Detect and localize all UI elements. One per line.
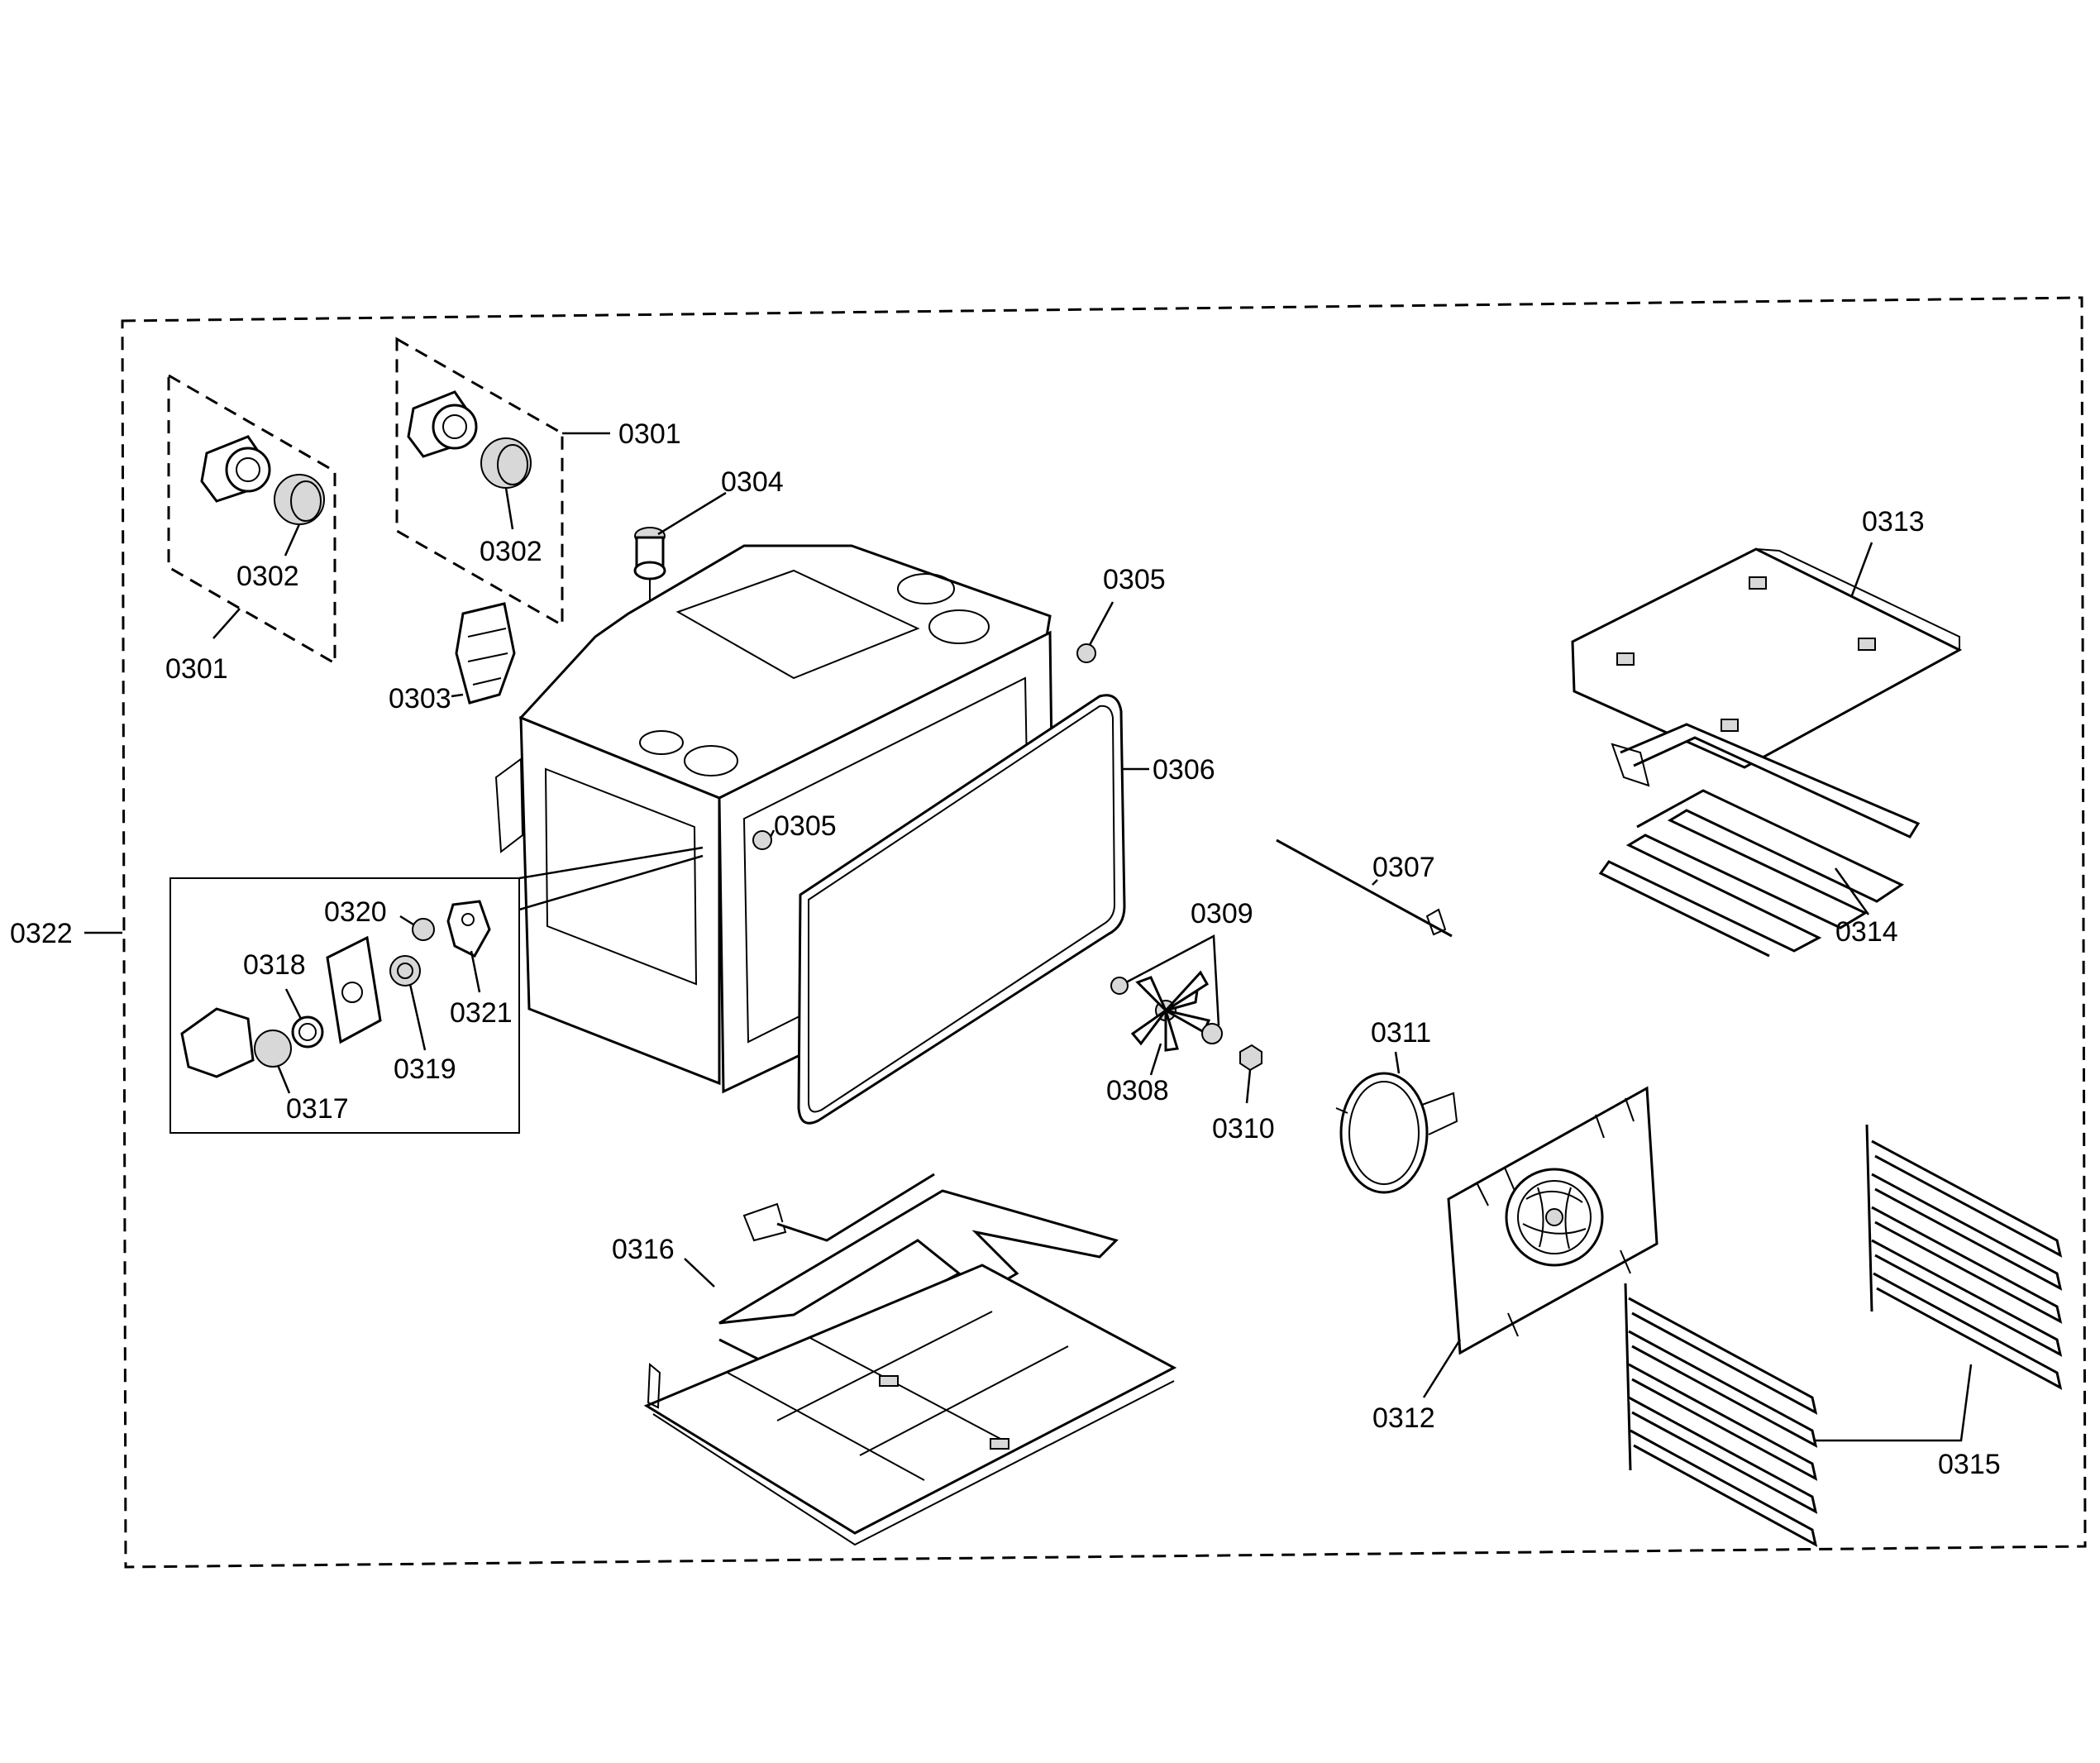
detail-callout-top: [518, 846, 704, 880]
label-0321: 0321: [450, 997, 513, 1029]
washer-0309-left: [1110, 977, 1129, 995]
label-0307: 0307: [1372, 852, 1435, 883]
leader-0310: [1245, 1069, 1252, 1104]
label-0303: 0303: [389, 683, 451, 714]
label-0319: 0319: [394, 1054, 456, 1085]
label-0302-right: 0302: [480, 536, 542, 567]
top-shield-0313: [1571, 547, 1963, 769]
bracket-0321: [446, 900, 491, 958]
label-0305-front: 0305: [774, 810, 837, 842]
leader-0321: [470, 950, 481, 993]
nut-0310: [1239, 1044, 1262, 1072]
label-0320: 0320: [324, 896, 387, 928]
lamp-cover-0302-right: [480, 437, 532, 489]
leader-0308: [1149, 1043, 1162, 1076]
detail-callout-bottom: [518, 854, 704, 911]
fan-cover-0312: [1447, 1086, 1659, 1355]
label-0301-right: 0301: [618, 418, 681, 450]
label-0311: 0311: [1371, 1017, 1431, 1049]
leader-0307: [1372, 879, 1378, 886]
label-0308: 0308: [1106, 1075, 1169, 1106]
switch-0303: [455, 602, 516, 705]
label-0316: 0316: [612, 1234, 675, 1265]
label-0301-left: 0301: [165, 653, 228, 685]
lamp-holder-0317: [180, 1007, 292, 1078]
rod-0307: [1276, 838, 1453, 938]
leader-0301-left: [212, 608, 241, 639]
lamp-group-box-right: [395, 337, 564, 628]
label-0313: 0313: [1862, 506, 1925, 538]
leader-0319: [408, 983, 427, 1051]
door-gasket-0306: [797, 694, 1126, 1125]
leader-0318: [284, 988, 303, 1020]
ring-0318: [291, 1015, 324, 1049]
assembly-boundary-0322: [121, 296, 2087, 1569]
label-0317: 0317: [286, 1093, 349, 1125]
label-0312: 0312: [1372, 1402, 1435, 1434]
nut-0320: [412, 918, 435, 941]
label-0315: 0315: [1938, 1449, 2001, 1480]
leader-0305-front: [769, 829, 776, 838]
label-0304: 0304: [721, 466, 784, 498]
rack-support-0315-left: [1624, 1283, 1818, 1547]
leader-0303: [451, 693, 464, 698]
plate-0319-panel: [326, 935, 382, 1044]
leader-0312: [1422, 1339, 1462, 1398]
label-0306: 0306: [1153, 754, 1215, 786]
nut-0305-top: [1076, 643, 1096, 663]
label-0322: 0322: [10, 918, 73, 949]
bushing-0319: [389, 955, 421, 987]
leader-0317: [276, 1064, 291, 1094]
leader-0302-right: [504, 487, 514, 530]
lamp-cover-0302-left: [274, 474, 325, 525]
fan-blade-0308: [1130, 970, 1211, 1052]
rack-support-0315-right: [1865, 1124, 2063, 1390]
lamp-socket-left: [200, 435, 271, 503]
label-0305-top: 0305: [1103, 564, 1166, 595]
leader-0315: [1816, 1364, 1973, 1442]
detail-box: [169, 877, 520, 1134]
label-0318: 0318: [243, 949, 306, 981]
leader-0304: [657, 491, 727, 536]
washer-0309-right: [1201, 1023, 1223, 1044]
leader-0314: [1834, 867, 1870, 915]
leader-0302-left: [284, 523, 301, 557]
top-element-0314: [1598, 723, 1921, 958]
label-0314: 0314: [1835, 916, 1898, 948]
leader-0305-top: [1088, 601, 1114, 646]
label-0310: 0310: [1212, 1113, 1275, 1144]
leader-0316: [684, 1258, 715, 1288]
nut-0305-front: [752, 830, 772, 850]
leader-0309: [1125, 934, 1220, 1026]
sensor-0304: [633, 527, 666, 628]
label-0302-left: 0302: [236, 561, 299, 592]
lamp-socket-right: [407, 390, 478, 458]
leader-0313: [1850, 542, 1873, 596]
label-0309: 0309: [1191, 898, 1253, 929]
leader-0311: [1394, 1051, 1401, 1074]
leader-0320: [399, 915, 414, 926]
bottom-tray: [643, 1264, 1177, 1546]
circular-element-0311: [1335, 1072, 1458, 1194]
